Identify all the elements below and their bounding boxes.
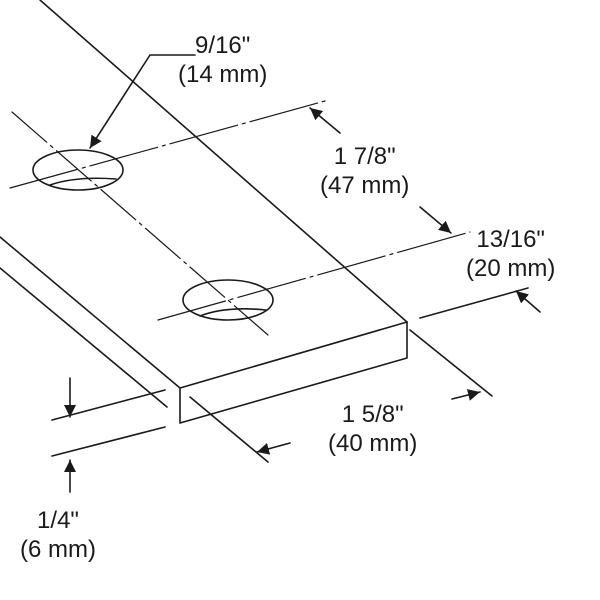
hole-diameter-leader: [89, 54, 196, 149]
width-dimension: [189, 329, 493, 463]
hole-diameter-metric: (14 mm): [178, 61, 268, 88]
thickness-imperial: 1/4": [37, 507, 79, 534]
edge-distance-imperial: 13/16": [476, 226, 545, 253]
hole-diameter-label: 9/16" (14 mm): [178, 31, 267, 89]
thickness-metric: (6 mm): [20, 536, 96, 563]
hole-spacing-imperial: 1 7/8": [333, 143, 396, 170]
hole-spacing-arrows: [309, 107, 452, 234]
centerline-far-hole: [157, 231, 471, 321]
width-label: 1 5/8" (40 mm): [328, 400, 417, 458]
hole-far: [182, 279, 274, 321]
width-imperial: 1 5/8": [341, 401, 404, 428]
width-metric: (40 mm): [328, 430, 418, 457]
hole-diameter-imperial: 9/16": [195, 32, 251, 59]
hole-spacing-metric: (47 mm): [320, 172, 410, 199]
plate-end-face: [179, 321, 408, 424]
hole-near: [32, 149, 124, 191]
plate-top-front-edge: [0, 236, 181, 389]
centerlines: [9, 100, 471, 336]
thickness-label: 1/4" (6 mm): [20, 506, 96, 564]
plate-top-back-edge: [39, 0, 408, 323]
edge-distance-dimension: [419, 287, 541, 319]
edge-distance-label: 13/16" (20 mm): [466, 225, 555, 283]
plate-body: [0, 0, 408, 424]
plate-bottom-edge: [0, 267, 168, 408]
thickness-dimension: [51, 377, 166, 493]
centerline-long: [11, 111, 269, 336]
hole-spacing-label: 1 7/8" (47 mm): [320, 142, 409, 200]
centerline-near-hole: [9, 100, 326, 189]
edge-distance-metric: (20 mm): [466, 255, 556, 282]
